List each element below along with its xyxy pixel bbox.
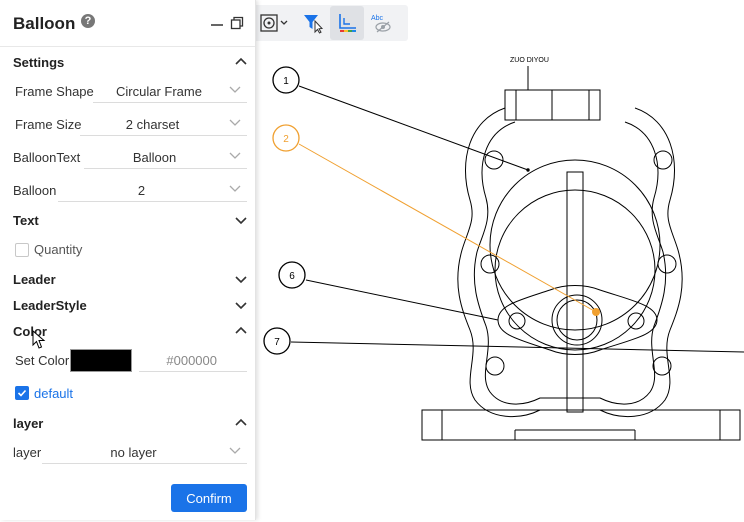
balloon-panel: Balloon ? Settings Frame Shape Circular … (0, 0, 256, 520)
minimize-icon[interactable] (210, 16, 224, 30)
quantity-label: Quantity (34, 242, 83, 257)
color-hex-input[interactable]: #000000 (139, 349, 247, 372)
section-leader[interactable]: Leader (13, 272, 249, 290)
drawing-toolbar: Abc (252, 5, 408, 41)
text-visibility-tool[interactable]: Abc (364, 6, 398, 40)
balloon-text-label: BalloonText (13, 150, 81, 165)
chevron-down-icon (229, 447, 241, 454)
section-text[interactable]: Text (13, 213, 249, 231)
panel-header: Balloon ? (0, 0, 255, 47)
frame-shape-tool[interactable] (252, 6, 296, 40)
mouse-cursor-icon (32, 330, 46, 349)
section-layer[interactable]: layer (13, 416, 249, 434)
quantity-checkbox[interactable] (15, 243, 29, 257)
balloon-7-label: 7 (274, 337, 280, 348)
color-swatch[interactable] (70, 349, 132, 372)
balloon-select[interactable]: 2 (58, 179, 247, 202)
restore-icon[interactable] (230, 16, 244, 30)
color-hex-value: #000000 (166, 353, 217, 368)
balloon-2[interactable]: 2 (272, 124, 300, 152)
layer-select[interactable]: no layer (42, 441, 247, 464)
chevron-down-icon (235, 217, 247, 225)
balloon-1[interactable]: 1 (272, 66, 300, 94)
section-leader-style-title: LeaderStyle (13, 298, 87, 313)
balloon-text-select[interactable]: Balloon (84, 146, 247, 169)
chevron-down-icon (235, 302, 247, 310)
frame-shape-value: Circular Frame (116, 84, 202, 99)
section-settings[interactable]: Settings (13, 55, 249, 73)
mechanical-part-drawing: ZUO DIYOU (263, 57, 744, 441)
checkmark-icon (17, 389, 27, 397)
chevron-up-icon (235, 326, 247, 334)
section-leader-title: Leader (13, 272, 56, 287)
drawing-title: ZUO DIYOU (510, 57, 549, 64)
chevron-down-icon (229, 86, 241, 93)
circle-frame-icon (260, 14, 288, 32)
balloon-7[interactable]: 7 (263, 327, 291, 355)
filter-cursor-icon (304, 15, 324, 34)
balloon-value: 2 (137, 183, 146, 198)
filter-tool[interactable] (296, 6, 330, 40)
set-color-label: Set Color (15, 353, 70, 368)
balloon-6-label: 6 (289, 271, 295, 282)
chevron-down-icon (229, 152, 241, 159)
frame-size-select[interactable]: 2 charset (80, 113, 247, 136)
frame-size-label: Frame Size (15, 117, 82, 132)
chevron-down-icon (235, 276, 247, 284)
default-checkbox[interactable] (15, 386, 29, 400)
chevron-up-icon (235, 57, 247, 65)
text-visibility-icon: Abc (371, 15, 391, 33)
chevron-down-icon (229, 185, 241, 192)
frame-shape-select[interactable]: Circular Frame (93, 80, 247, 103)
chevron-down-icon (229, 119, 241, 126)
chevron-up-icon (235, 418, 247, 426)
default-label: default (34, 386, 74, 401)
section-layer-title: layer (13, 416, 44, 431)
confirm-button[interactable]: Confirm (171, 484, 247, 512)
section-color[interactable]: Color (13, 324, 249, 342)
frame-size-value: 2 charset (125, 117, 180, 132)
axis-tool[interactable] (330, 6, 364, 40)
section-settings-title: Settings (13, 55, 65, 70)
section-text-title: Text (13, 213, 39, 228)
balloon-1-label: 1 (283, 76, 289, 87)
balloon-text-value: Balloon (132, 150, 177, 165)
balloon-6[interactable]: 6 (278, 261, 306, 289)
panel-title: Balloon (13, 14, 76, 33)
layer-label: layer (13, 445, 42, 460)
frame-shape-label: Frame Shape (15, 84, 94, 99)
layer-value: no layer (110, 445, 157, 460)
balloon-label: Balloon (13, 183, 57, 198)
cad-drawing-canvas[interactable]: ZUO DIYOU (256, 44, 744, 522)
abc-label: Abc (371, 15, 384, 22)
balloon-2-label: 2 (283, 134, 289, 145)
help-icon[interactable]: ? (81, 14, 95, 28)
section-leader-style[interactable]: LeaderStyle (13, 298, 249, 316)
axis-icon (339, 14, 356, 32)
